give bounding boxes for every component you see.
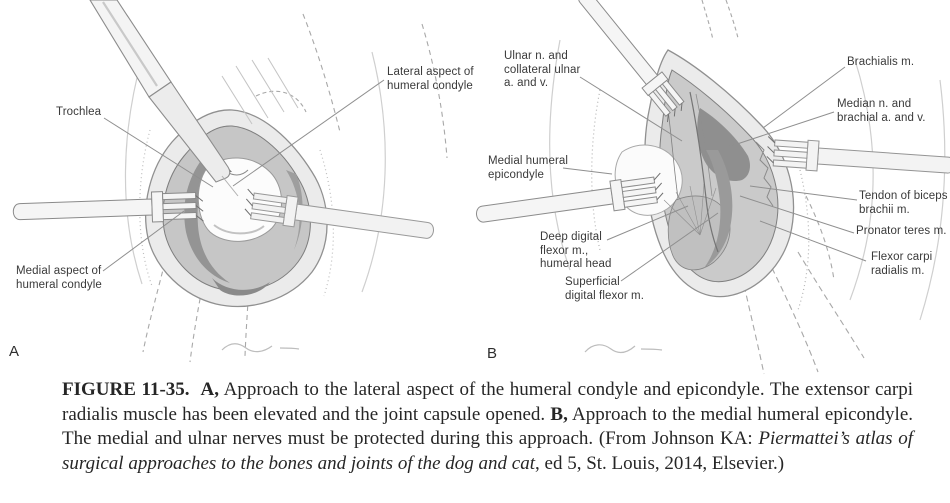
panel-letter-b: B — [487, 345, 498, 362]
rake-prong — [162, 211, 197, 221]
rake-prong-hooks — [667, 103, 683, 123]
elevator-handle-shading — [102, 1, 158, 87]
top-rake-retractor-b — [578, 0, 685, 123]
rake-shaft — [816, 147, 950, 174]
leader-tendon-biceps — [749, 185, 858, 201]
leader-pronator-teres — [739, 195, 855, 234]
label-pronator-teres: Pronator teres m. — [856, 225, 947, 237]
rake-prong-hooks — [244, 188, 255, 217]
elevator-tip-shadow — [221, 175, 239, 197]
caption-a-label: A, — [200, 379, 220, 400]
elevator-handle — [89, 0, 172, 98]
figure-illustrations — [12, 0, 950, 375]
condyle-shading — [213, 224, 265, 235]
label-superficial-digital-flexor: Superficial digital flexor m. — [565, 276, 645, 302]
median-vessels-line — [689, 91, 719, 253]
rake-prong — [774, 139, 809, 149]
rake-fork — [150, 191, 165, 223]
label-median-nerve: Median n. and brachial a. and v. — [837, 98, 926, 124]
left-rake-retractor-b — [476, 172, 664, 223]
right-rake-retractor-a — [244, 188, 434, 239]
rake-shaft — [294, 203, 434, 239]
rake-prong — [623, 196, 658, 208]
leader-superficial-digital — [620, 212, 719, 282]
rake-prong — [162, 191, 197, 201]
caption-b-label: B, — [550, 403, 568, 425]
rake-prong-hooks — [766, 136, 776, 164]
leader-lines-a — [102, 79, 385, 272]
label-brachialis: Brachialis m. — [847, 56, 915, 68]
leader-lateral-aspect — [232, 79, 385, 187]
figure-number: FIGURE 11-35. — [62, 379, 190, 400]
label-flexor-carpi: Flexor carpi radialis m. — [871, 251, 933, 277]
rake-shaft — [578, 0, 659, 86]
wound-b — [614, 49, 795, 298]
artist-signature-b — [584, 344, 663, 354]
label-trochlea: Trochlea — [56, 106, 102, 118]
panel-b-drawing — [476, 0, 950, 375]
wound-a-deep-shadow-left — [184, 150, 230, 283]
label-ulnar-nerve: Ulnar n. and collateral ulnar a. and v. — [504, 50, 581, 89]
right-rake-retractor-b — [766, 136, 950, 174]
biceps-tendon-band — [704, 150, 733, 268]
elevator-blade — [148, 81, 231, 183]
leader-brachialis — [762, 66, 846, 129]
rake-prong-hooks — [653, 172, 664, 201]
wound-a-deep-shadow-bottom — [212, 278, 270, 296]
wound-a — [145, 57, 328, 308]
caption-source-suffix: , ed 5, St. Louis, 2014, Elsevier.) — [535, 452, 785, 474]
ulnar-nerve-line — [667, 109, 679, 199]
skin-contours-b — [549, 39, 946, 321]
leader-deep-digital — [606, 205, 689, 241]
caption-a-text: Approach to the lateral aspect of the hu… — [62, 379, 913, 425]
label-lateral-aspect: Lateral aspect of humeral condyle — [387, 66, 474, 92]
label-tendon-biceps: Tendon of biceps brachii m. — [859, 190, 948, 216]
rake-prong — [252, 192, 288, 205]
elevator-instrument-a — [89, 0, 239, 197]
wound-a-deep-shadow-right — [286, 170, 303, 250]
muscle-hatching-a — [221, 57, 299, 125]
caption-book-title: Piermattei’s atlas of surgical approache… — [62, 428, 913, 474]
leader-ulnar — [579, 76, 683, 142]
rake-prong — [250, 212, 285, 224]
artist-signature-a — [221, 343, 300, 353]
fascia-scallop-edge — [755, 141, 774, 207]
rake-prong — [620, 176, 656, 189]
panel-letter-a: A — [9, 343, 20, 360]
deep-cavity-brachialis — [697, 108, 750, 182]
median-vessels-line-2 — [695, 93, 713, 197]
leader-flexor-carpi — [759, 220, 867, 262]
leader-medial-epicondyle — [562, 167, 613, 175]
rake-prong — [162, 201, 197, 211]
rake-prong-hooks — [195, 195, 204, 222]
figure-caption: FIGURE 11-35. A, Approach to the lateral … — [62, 378, 913, 476]
label-deep-digital-flexor: Deep digital flexor m., humeral head — [540, 231, 612, 270]
rake-shaft — [12, 198, 153, 221]
rake-prong — [251, 202, 287, 215]
leader-median — [724, 111, 835, 149]
rake-prong — [621, 186, 657, 199]
leader-medial-aspect — [102, 210, 185, 272]
label-medial-epicondyle: Medial humeral epicondyle — [488, 155, 569, 181]
leader-trochlea — [103, 117, 214, 188]
panel-a-drawing — [12, 0, 448, 363]
label-medial-aspect: Medial aspect of humeral condyle — [16, 265, 102, 291]
left-rake-retractor-a — [12, 191, 204, 223]
caption-b-text: Approach to the medial humeral epicondyl… — [62, 403, 913, 450]
leader-lines-b — [562, 66, 867, 282]
rake-shaft — [476, 187, 614, 223]
